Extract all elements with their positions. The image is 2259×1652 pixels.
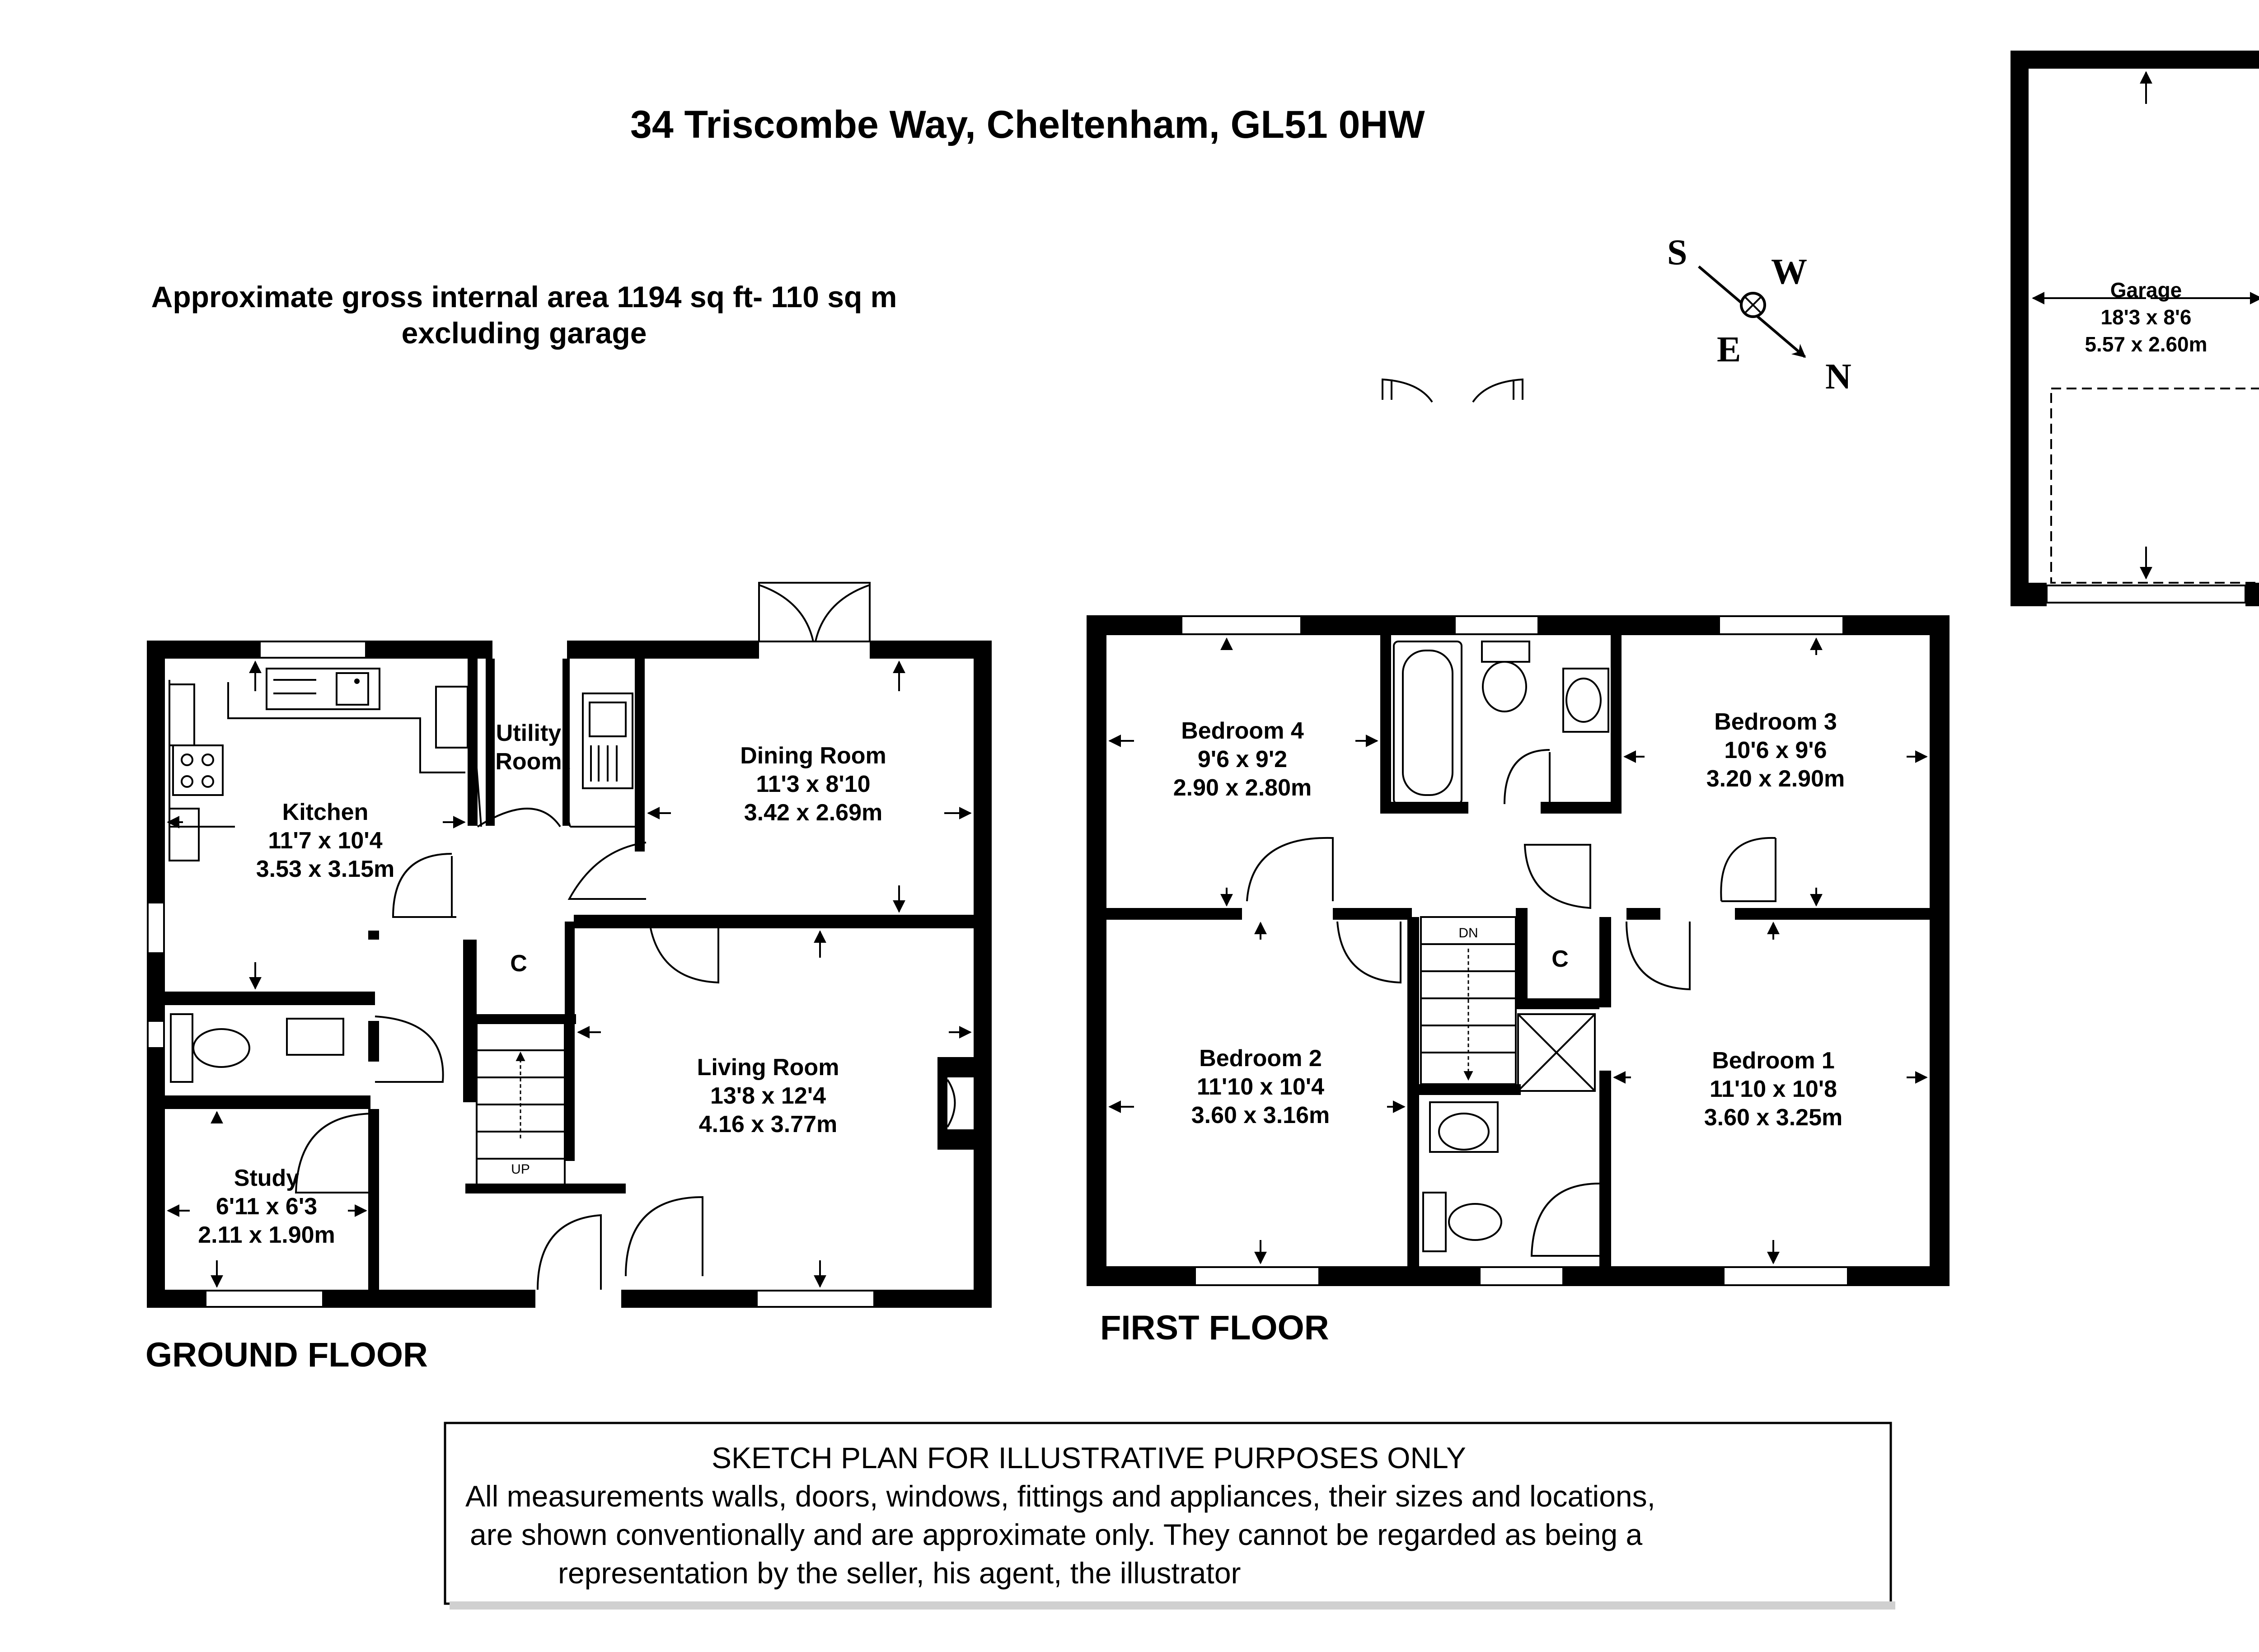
utility-label-1: Utility [496,720,562,746]
garage-imperial: 18'3 x 8'6 [2101,305,2192,329]
study-metric: 2.11 x 1.90m [198,1222,335,1248]
ground-cupboard-label: C [510,950,527,977]
bedroom2-metric: 3.60 x 3.16m [1191,1102,1330,1128]
first-cupboard-label: C [1551,946,1569,972]
disclaimer-line-3: are shown conventionally and are approxi… [470,1518,1643,1551]
kitchen-metric: 3.53 x 3.15m [256,856,394,882]
living-metric: 4.16 x 3.77m [699,1111,837,1137]
dining-metric: 3.42 x 2.69m [744,800,882,826]
compass-icon: S W E N [1667,233,1851,397]
garage: Garage 18'3 x 8'6 5.57 x 2.60m [2011,51,2259,606]
bedroom1-imperial: 11'10 x 10'8 [1710,1076,1837,1102]
door-swing-marks [1382,378,1523,403]
garage-name: Garage [2110,278,2182,302]
first-floor-label: FIRST FLOOR [1100,1309,1329,1347]
study-imperial: 6'11 x 6'3 [216,1193,317,1220]
bedroom1-name: Bedroom 1 [1712,1048,1835,1074]
kitchen-name: Kitchen [282,799,369,825]
dining-imperial: 11'3 x 8'10 [756,771,870,797]
study-name: Study [234,1165,300,1191]
compass-n-label: N [1825,357,1851,397]
living-name: Living Room [697,1054,839,1081]
area-line-1: Approximate gross internal area 1194 sq … [151,280,897,314]
dining-name: Dining Room [740,743,886,769]
disclaimer-line-1: SKETCH PLAN FOR ILLUSTRATIVE PURPOSES ON… [712,1441,1466,1474]
compass-w-label: W [1771,252,1807,292]
bedroom4-imperial: 9'6 x 9'2 [1198,746,1287,772]
bedroom4-name: Bedroom 4 [1181,718,1304,744]
ground-floor-plan: Kitchen 11'7 x 10'4 3.53 x 3.15m Utility… [147,582,992,1308]
disclaimer-line-4: representation by the seller, his agent,… [558,1556,1241,1590]
first-floor-plan: Bedroom 4 9'6 x 9'2 2.90 x 2.80m Bedroom… [1087,615,1950,1286]
garage-door-outline [2050,388,2259,584]
compass-e-label: E [1717,330,1741,370]
bedroom2-imperial: 11'10 x 10'4 [1197,1074,1324,1100]
bedroom3-imperial: 10'6 x 9'6 [1724,737,1827,763]
area-line-2: excluding garage [402,316,647,350]
garage-metric: 5.57 x 2.60m [2085,332,2207,356]
disclaimer-line-2: All measurements walls, doors, windows, … [465,1479,1655,1513]
bedroom2-name: Bedroom 2 [1199,1045,1322,1072]
ground-floor-label: GROUND FLOOR [145,1336,428,1374]
bedroom3-metric: 3.20 x 2.90m [1706,766,1845,792]
compass-s-label: S [1667,233,1687,272]
first-stairs-label: DN [1458,926,1478,941]
utility-label-2: Room [495,749,562,775]
living-imperial: 13'8 x 12'4 [710,1083,826,1109]
disclaimer-box: SKETCH PLAN FOR ILLUSTRATIVE PURPOSES ON… [444,1422,1895,1610]
page-title: 34 Triscombe Way, Cheltenham, GL51 0HW [630,103,1425,146]
bedroom4-metric: 2.90 x 2.80m [1173,775,1312,801]
ground-stairs-label: UP [511,1162,530,1177]
bedroom3-name: Bedroom 3 [1714,709,1837,735]
kitchen-imperial: 11'7 x 10'4 [268,828,382,854]
bedroom1-metric: 3.60 x 3.25m [1704,1104,1842,1131]
